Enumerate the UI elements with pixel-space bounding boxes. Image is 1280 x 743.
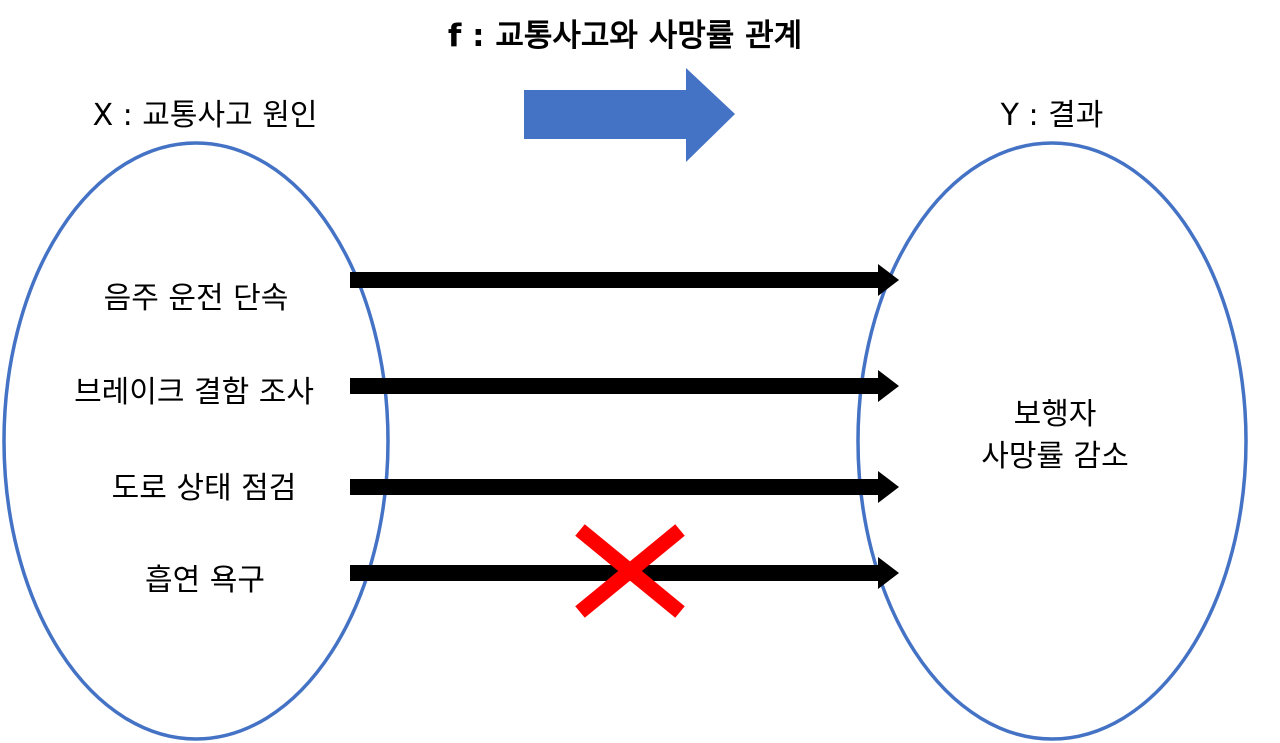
diagram-title: f : 교통사고와 사망률 관계 <box>448 18 802 54</box>
domain-set-label: X : 교통사고 원인 <box>93 98 318 133</box>
mapping-arrow-road-check <box>350 471 899 503</box>
codomain-set-label: Y : 결과 <box>1000 98 1104 133</box>
codomain-set-ellipse <box>856 141 1248 741</box>
codomain-result-line-1: 보행자 <box>1014 397 1097 432</box>
domain-set-ellipse <box>2 141 390 741</box>
domain-item-smoking-urge: 흡연 욕구 <box>145 563 265 598</box>
domain-item-brake-defect: 브레이크 결함 조사 <box>74 375 314 410</box>
mapping-arrow-smoking-urge <box>350 557 899 589</box>
codomain-result-line-2: 사망률 감소 <box>981 439 1129 474</box>
domain-item-drunk-driving: 음주 운전 단속 <box>104 281 289 316</box>
domain-item-road-check: 도로 상태 점검 <box>112 471 297 506</box>
mapping-arrow-drunk-driving <box>350 264 899 296</box>
right-arrow-icon <box>524 68 735 162</box>
mapping-arrow-brake-defect <box>350 370 899 402</box>
cross-icon <box>575 524 685 618</box>
